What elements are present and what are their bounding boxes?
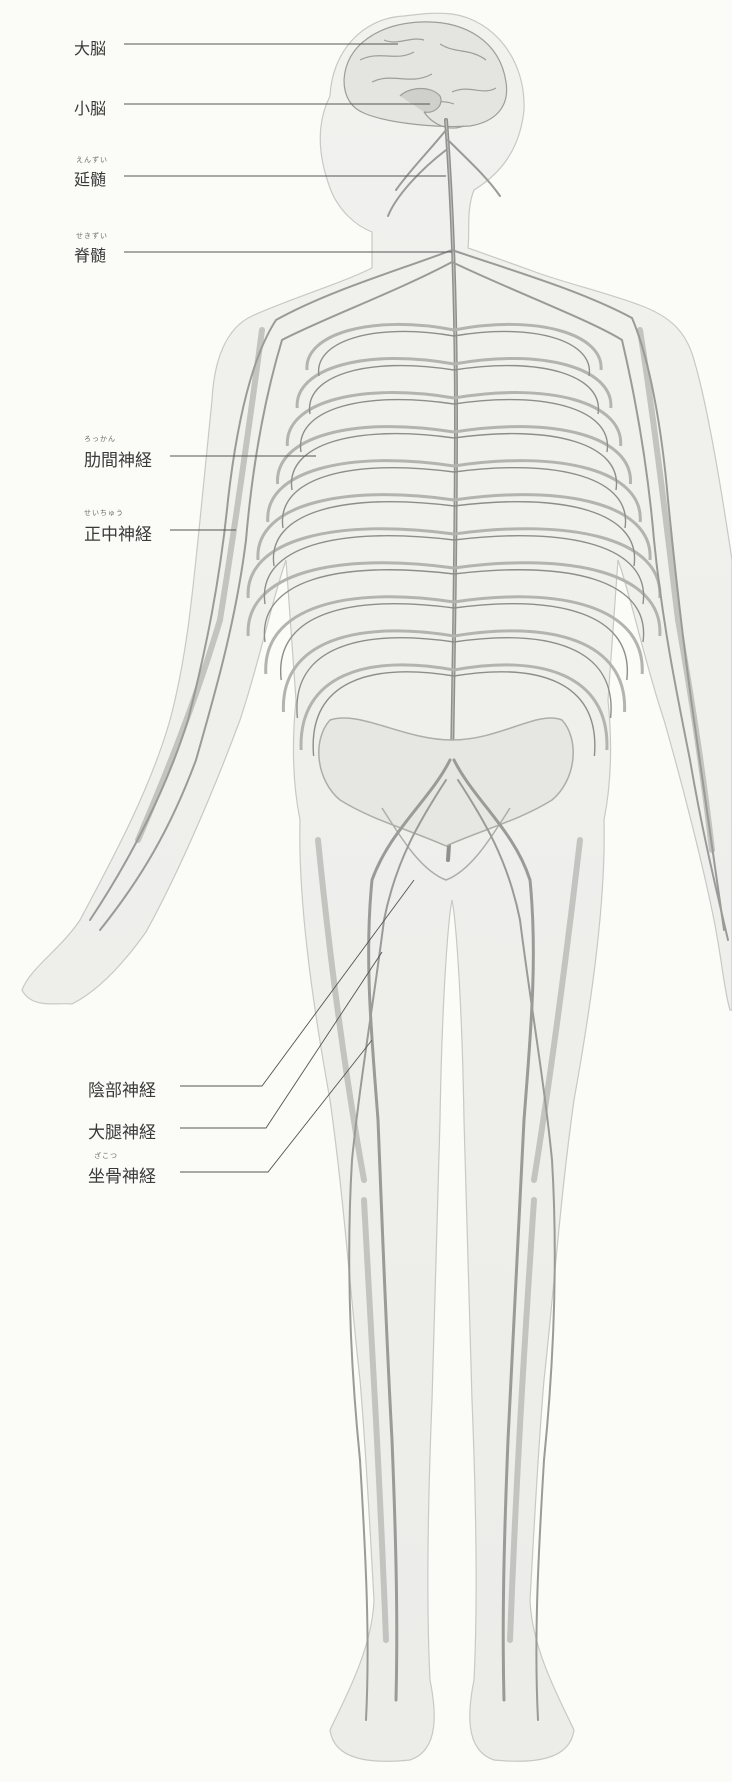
ruby-sciatic: ざこつ — [94, 1151, 118, 1161]
ruby-medulla: えんずい — [76, 155, 108, 165]
ruby-median: せいちゅう — [84, 508, 124, 518]
ruby-intercostal: ろっかん — [84, 434, 116, 444]
label-pudendal: 陰部神経 — [88, 1076, 156, 1101]
label-sciatic: 坐骨神経 — [88, 1162, 156, 1187]
label-cerebellum: 小脳 — [74, 95, 106, 119]
label-femoral: 大腿神経 — [88, 1118, 156, 1143]
label-cerebrum: 大脳 — [74, 35, 106, 59]
label-spinal-cord: 脊髄 — [74, 242, 106, 266]
label-medulla: 延髄 — [74, 166, 106, 190]
label-median: 正中神経 — [84, 520, 152, 545]
ruby-spinal-cord: せきずい — [76, 231, 108, 241]
label-intercostal: 肋間神経 — [84, 446, 152, 471]
